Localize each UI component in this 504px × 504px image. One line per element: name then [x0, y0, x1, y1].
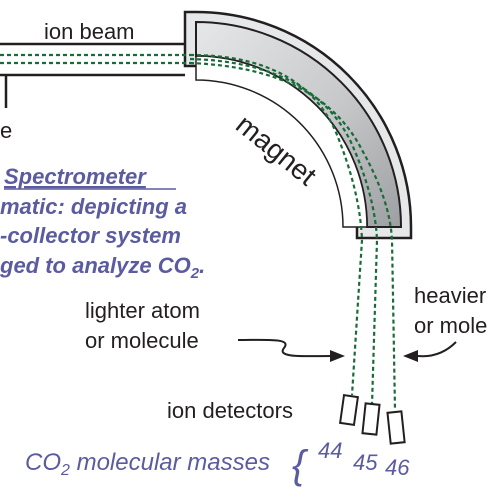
detector-1 [338, 394, 360, 426]
detector-3 [386, 410, 406, 445]
caption-line-3: -collector system [0, 223, 181, 248]
ion-detectors [338, 394, 406, 445]
heavier-label-line-2: or mole [414, 313, 487, 338]
caption-line-1: Spectrometer [4, 164, 147, 189]
ion-detectors-label: ion detectors [167, 398, 293, 423]
masses-label: CO2 molecular masses [25, 449, 270, 479]
heavier-label-line-1: heavier [414, 283, 486, 308]
left-label-fragment: e [0, 118, 12, 143]
lighter-label-line-1: lighter atom [85, 298, 200, 323]
ion-beam-paths [0, 53, 397, 411]
ion-beam-label: ion beam [44, 19, 135, 44]
caption-block: Spectrometer matic: depicting a -collect… [0, 164, 205, 282]
source-tube [0, 42, 185, 108]
masses-brace: { [292, 443, 309, 487]
heavier-arrow [403, 341, 457, 362]
lighter-arrow [237, 338, 345, 362]
detector-2 [361, 402, 381, 436]
caption-line-2: matic: depicting a [0, 194, 187, 219]
lighter-label-line-2: or molecule [85, 328, 199, 353]
magnet-body [183, 10, 413, 240]
mass-value-44: 44 [318, 438, 342, 463]
caption-line-4: ged to analyze CO2. [0, 253, 205, 282]
mass-value-45: 45 [353, 450, 378, 475]
mass-value-46: 46 [385, 455, 410, 480]
